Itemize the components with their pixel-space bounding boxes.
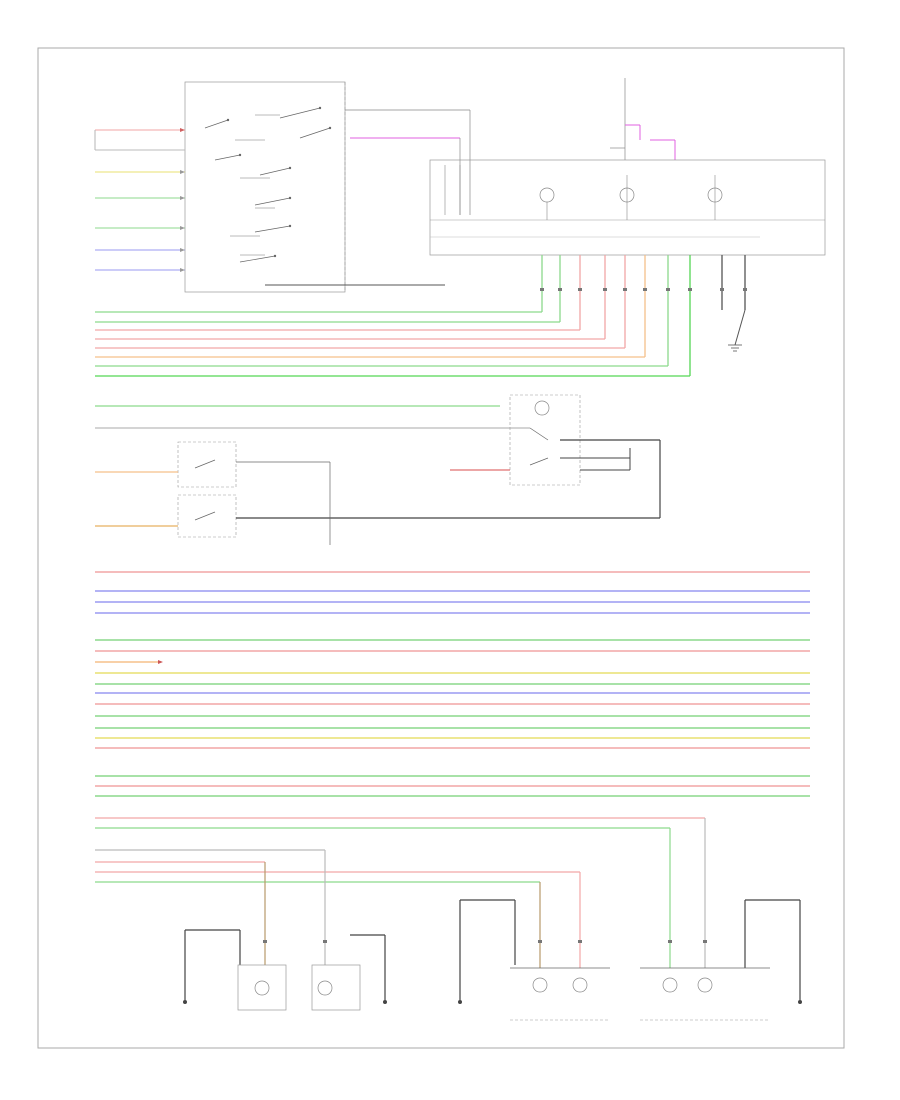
lamp-feed-wires	[184, 818, 801, 1000]
instrument-cluster	[429, 159, 826, 256]
remote-control-mirror-switch	[177, 494, 660, 538]
stop-lamp-switch	[177, 441, 330, 488]
turn-signal-switch	[184, 81, 346, 293]
hazard-indicator-bulb	[534, 400, 550, 416]
hazard-switch	[509, 394, 661, 518]
harness-bundle-3	[95, 817, 705, 883]
harness-bundle-2	[95, 571, 810, 797]
left-turn-indicator-bulb	[539, 187, 555, 203]
diagram-border	[37, 47, 845, 1049]
right-front-lamp-assembly	[640, 967, 770, 1021]
right-reminder-lamp	[311, 964, 361, 1011]
turn-switch-wires	[94, 129, 445, 286]
cluster-output-wires	[541, 255, 746, 376]
left-reminder-lamp	[237, 964, 287, 1011]
fuse-block	[345, 78, 676, 215]
ground-terminals	[183, 1000, 802, 1004]
left-front-lamp-assembly	[510, 967, 610, 1021]
connector-pins	[263, 288, 747, 943]
harness-bundle-1	[95, 311, 690, 429]
ground-symbol	[728, 344, 742, 352]
